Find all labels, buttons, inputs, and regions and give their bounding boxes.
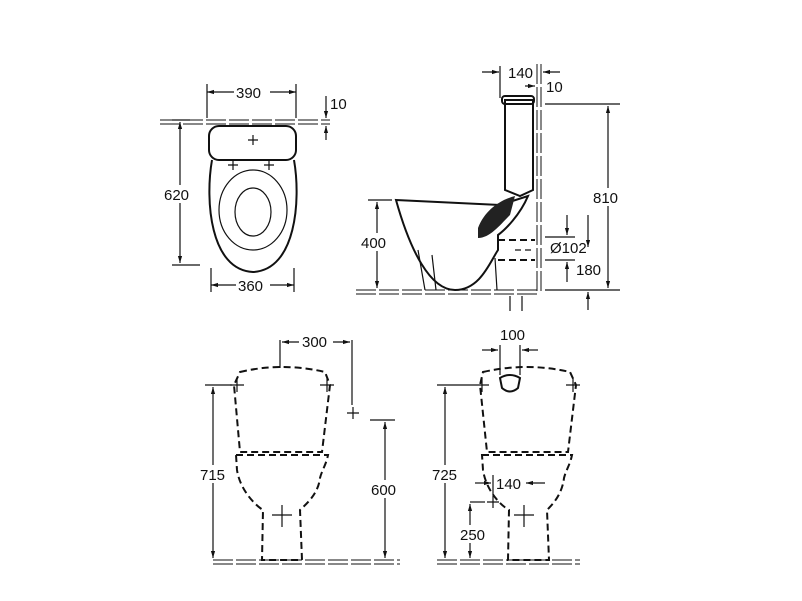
dim-140-side: 140	[508, 65, 533, 82]
dim-620: 620	[164, 187, 189, 204]
dim-725: 725	[432, 467, 457, 484]
dim-810: 810	[593, 190, 618, 207]
top-plan-view	[160, 83, 330, 294]
dim-140-rear: 140	[496, 476, 521, 493]
dim-10: 10	[330, 96, 347, 113]
dim-390: 390	[236, 85, 261, 102]
dim-10-side: 10	[546, 79, 563, 96]
dim-715: 715	[200, 467, 225, 484]
side-view	[356, 64, 624, 311]
front-view	[198, 333, 402, 565]
dim-400: 400	[361, 235, 386, 252]
dim-250: 250	[460, 527, 485, 544]
dim-300: 300	[302, 334, 327, 351]
dim-100: 100	[500, 327, 525, 344]
rear-view	[430, 345, 580, 565]
dim-180: 180	[576, 262, 601, 279]
dim-600: 600	[371, 482, 396, 499]
dim-360: 360	[238, 278, 263, 295]
dim-outlet-diameter: Ø102	[550, 240, 587, 257]
